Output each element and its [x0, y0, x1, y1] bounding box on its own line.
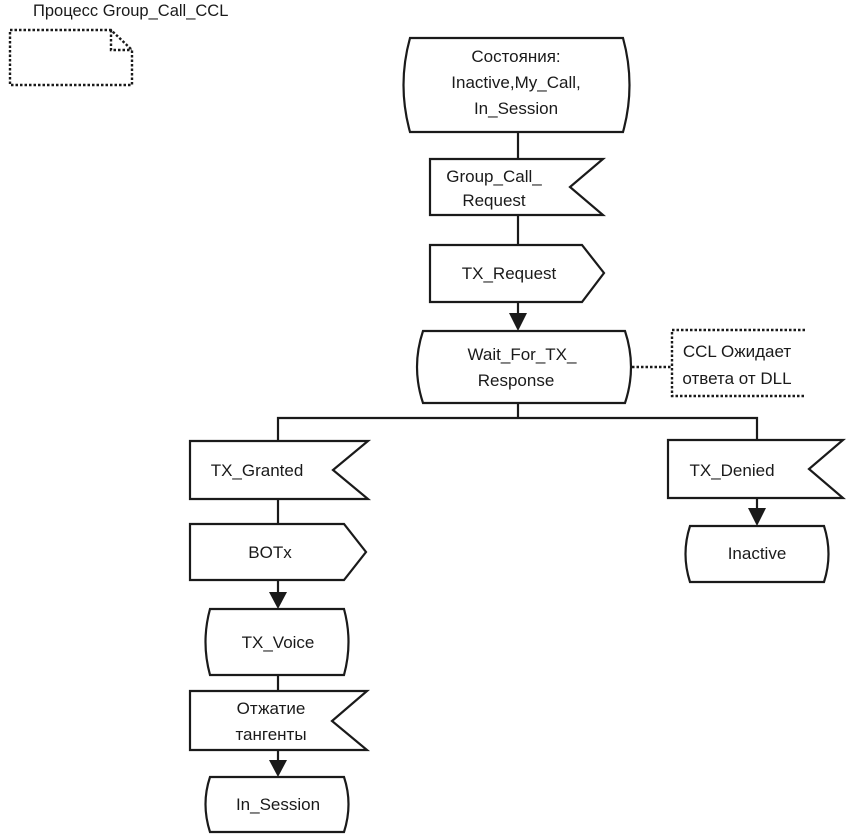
input-tx-granted-label: TX_Granted: [211, 461, 304, 480]
start-state-line-2: Inactive,My_Call,: [451, 73, 580, 92]
state-in-session[interactable]: [204, 775, 350, 834]
start-state-line-3: In_Session: [474, 99, 558, 118]
output-signal-tx-request[interactable]: [428, 243, 606, 304]
arrow-head: [509, 313, 527, 331]
branch-connector: [276, 416, 759, 445]
state-wait-line-2: Response: [478, 371, 555, 390]
comment-bracket: [670, 328, 805, 398]
state-wait-line-1: Wait_For_TX_: [468, 345, 578, 364]
input-signal-group-call-request[interactable]: [428, 157, 606, 217]
process-document-icon: [8, 28, 134, 87]
input-signal-otzhatie-tangenty[interactable]: [188, 689, 371, 752]
state-wait-for-tx-response[interactable]: [415, 329, 633, 405]
process-title: Процесс Group_Call_CCL: [33, 2, 228, 20]
arrow-head: [269, 760, 287, 777]
state-inactive-label: Inactive: [728, 544, 787, 563]
start-state[interactable]: [402, 36, 631, 134]
process-document-fold: [109, 30, 132, 52]
state-inactive[interactable]: [684, 524, 830, 584]
state-tx-voice-label: TX_Voice: [242, 633, 315, 652]
state-tx-voice[interactable]: [204, 607, 350, 677]
output-botx-label: BOTx: [248, 543, 292, 562]
comment-line-2: ответа от DLL: [682, 369, 791, 388]
input-group-call-request-line-1: Group_Call_: [446, 167, 542, 186]
input-otzhatie-line-2: тангенты: [235, 725, 306, 744]
start-state-line-1: Состояния:: [471, 47, 560, 66]
input-signal-tx-denied[interactable]: [666, 438, 846, 500]
arrow-head: [748, 508, 766, 526]
state-in-session-label: In_Session: [236, 795, 320, 814]
output-tx-request-label: TX_Request: [462, 264, 557, 283]
arrow-head: [269, 592, 287, 609]
output-signal-botx[interactable]: [188, 522, 368, 582]
input-tx-denied-label: TX_Denied: [689, 461, 774, 480]
input-signal-tx-granted[interactable]: [188, 439, 372, 501]
input-otzhatie-line-1: Отжатие: [237, 699, 306, 718]
input-group-call-request-line-2: Request: [462, 191, 526, 210]
comment-line-1: CCL Ожидает: [683, 342, 791, 361]
